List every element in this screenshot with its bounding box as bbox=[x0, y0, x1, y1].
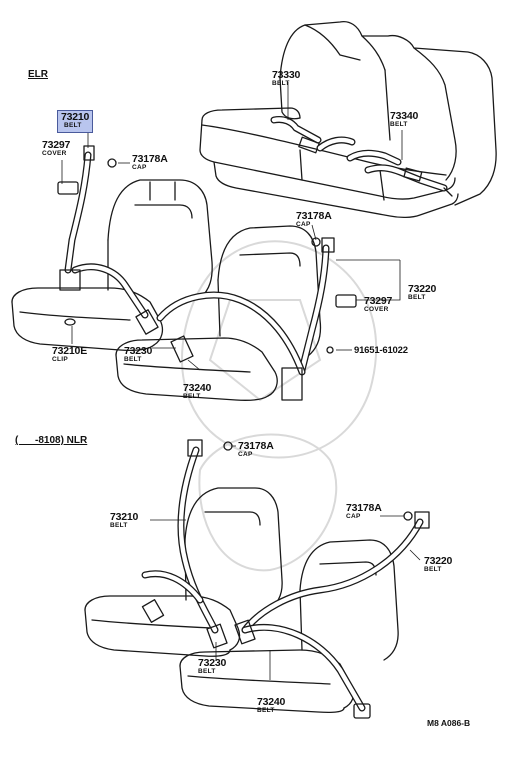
part-number: 73210 bbox=[61, 111, 90, 123]
part-label-73330[interactable]: 73330 BELT bbox=[272, 70, 300, 87]
part-number: 73210E bbox=[52, 345, 88, 357]
part-number: 73210 bbox=[110, 511, 139, 523]
part-desc: BELT bbox=[424, 565, 442, 573]
part-number: 73220 bbox=[424, 555, 453, 567]
part-number: 73178A bbox=[346, 502, 382, 514]
part-desc: CAP bbox=[346, 512, 361, 520]
part-number: 91651-61022 bbox=[354, 345, 408, 356]
diagram-code: M8 A086-B bbox=[427, 718, 471, 728]
part-desc: CAP bbox=[132, 163, 147, 171]
part-label-73220-top[interactable]: 73220 BELT bbox=[408, 284, 436, 301]
part-desc: BELT bbox=[124, 355, 142, 363]
part-label-73297-right[interactable]: 73297 COVER bbox=[364, 296, 392, 313]
part-label-91651[interactable]: 91651-61022 bbox=[354, 346, 408, 356]
part-label-73210e[interactable]: 73210E CLIP bbox=[52, 346, 87, 363]
part-number: 73330 bbox=[272, 69, 301, 81]
part-number: 73230 bbox=[198, 657, 227, 669]
part-desc: BELT bbox=[408, 293, 426, 301]
part-desc: COVER bbox=[42, 149, 67, 157]
part-number: 73297 bbox=[42, 139, 71, 151]
nlr-right-seat bbox=[179, 511, 430, 719]
part-number: 73240 bbox=[257, 696, 286, 708]
nlr-heading: ( -8108) NLR bbox=[15, 435, 88, 446]
part-label-73178a-mid[interactable]: 73178A CAP bbox=[296, 211, 332, 228]
part-number: 73178A bbox=[132, 153, 168, 165]
leader-lines bbox=[61, 82, 421, 680]
part-label-73230-top[interactable]: 73230 BELT bbox=[124, 346, 152, 363]
part-desc: BELT bbox=[272, 79, 290, 87]
part-number: 73178A bbox=[238, 440, 274, 452]
part-label-73210-nlr[interactable]: 73210 BELT bbox=[110, 512, 138, 529]
part-label-73220-nlr[interactable]: 73220 BELT bbox=[424, 556, 452, 573]
part-desc: CLIP bbox=[52, 355, 69, 363]
part-desc: COVER bbox=[364, 305, 389, 313]
rear-bench-seat bbox=[199, 20, 497, 219]
part-desc: BELT bbox=[183, 392, 201, 400]
watermark-emblem bbox=[181, 240, 378, 572]
part-label-73178a-nlr2[interactable]: 73178A CAP bbox=[346, 503, 382, 520]
part-desc: BELT bbox=[64, 121, 82, 129]
part-desc: CAP bbox=[238, 450, 253, 458]
part-number: 73340 bbox=[390, 110, 419, 122]
part-number: 73240 bbox=[183, 382, 212, 394]
part-label-73178a-top[interactable]: 73178A CAP bbox=[132, 154, 168, 171]
part-label-73240-top[interactable]: 73240 BELT bbox=[183, 383, 211, 400]
part-number: 73220 bbox=[408, 283, 437, 295]
part-desc: BELT bbox=[257, 706, 275, 714]
part-label-73178a-nlr1[interactable]: 73178A CAP bbox=[238, 441, 274, 458]
part-number: 73297 bbox=[364, 295, 393, 307]
part-label-73210-top[interactable]: 73210 BELT bbox=[57, 110, 94, 133]
part-number: 73178A bbox=[296, 210, 332, 222]
elr-left-seat bbox=[11, 145, 213, 351]
part-label-73340[interactable]: 73340 BELT bbox=[390, 111, 418, 128]
nlr-left-seat bbox=[84, 439, 283, 657]
elr-right-seat bbox=[115, 225, 357, 402]
part-label-73240-nlr[interactable]: 73240 BELT bbox=[257, 697, 285, 714]
part-desc: CAP bbox=[296, 220, 311, 228]
elr-heading: ELR bbox=[28, 69, 48, 80]
part-number: 73230 bbox=[124, 345, 153, 357]
part-desc: BELT bbox=[390, 120, 408, 128]
part-label-73230-nlr[interactable]: 73230 BELT bbox=[198, 658, 226, 675]
part-desc: BELT bbox=[110, 521, 128, 529]
part-desc: BELT bbox=[198, 667, 216, 675]
part-label-73297-left[interactable]: 73297 COVER bbox=[42, 140, 70, 157]
